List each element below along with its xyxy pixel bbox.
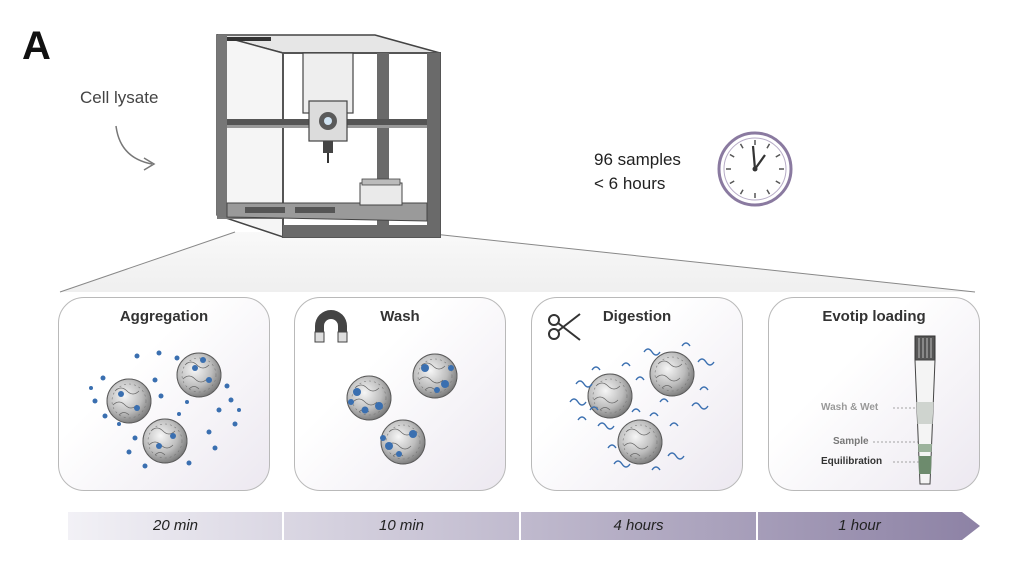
step-card-evotip-loading: Evotip loading Wash & Wet Sample Equilib… [768,297,980,491]
evotip-label-sample: Sample [833,436,869,447]
cell-lysate-label: Cell lysate [80,88,159,107]
evotip-illustration [873,335,936,485]
evotip-label-equilibration: Equilibration [821,456,883,467]
step-card-digestion: Digestion [531,297,743,491]
step-card-wash: Wash [294,297,506,491]
evotip-icon [914,335,936,485]
duration-evotip-loading: 1 hour [838,517,881,534]
step-title-aggregation: Aggregation [119,308,209,325]
duration-aggregation: 20 min [152,517,199,534]
samples-count: 96 samples [594,150,681,169]
wash-illustration [314,310,458,465]
robot-liquid-handler-icon [216,34,441,239]
time-limit: < 6 hours [594,174,666,193]
digestion-illustration [548,313,715,471]
step-title-evotip-loading: Evotip loading [822,308,926,325]
duration-digestion: 4 hours [613,517,664,534]
duration-wash: 10 min [378,517,425,534]
evotip-label-wash-wet: Wash & Wet [821,402,879,413]
step-card-aggregation: Aggregation [58,297,270,491]
scissors-icon [548,313,581,341]
throughput-text: 96 samples < 6 hours [594,148,681,196]
step-title-wash: Wash [380,308,420,325]
magnet-icon [314,310,348,343]
panel-letter: A [22,24,51,68]
clock-icon [717,131,793,207]
aggregation-illustration [89,350,241,469]
step-title-digestion: Digestion [602,308,672,325]
curved-arrow-icon [115,125,156,171]
